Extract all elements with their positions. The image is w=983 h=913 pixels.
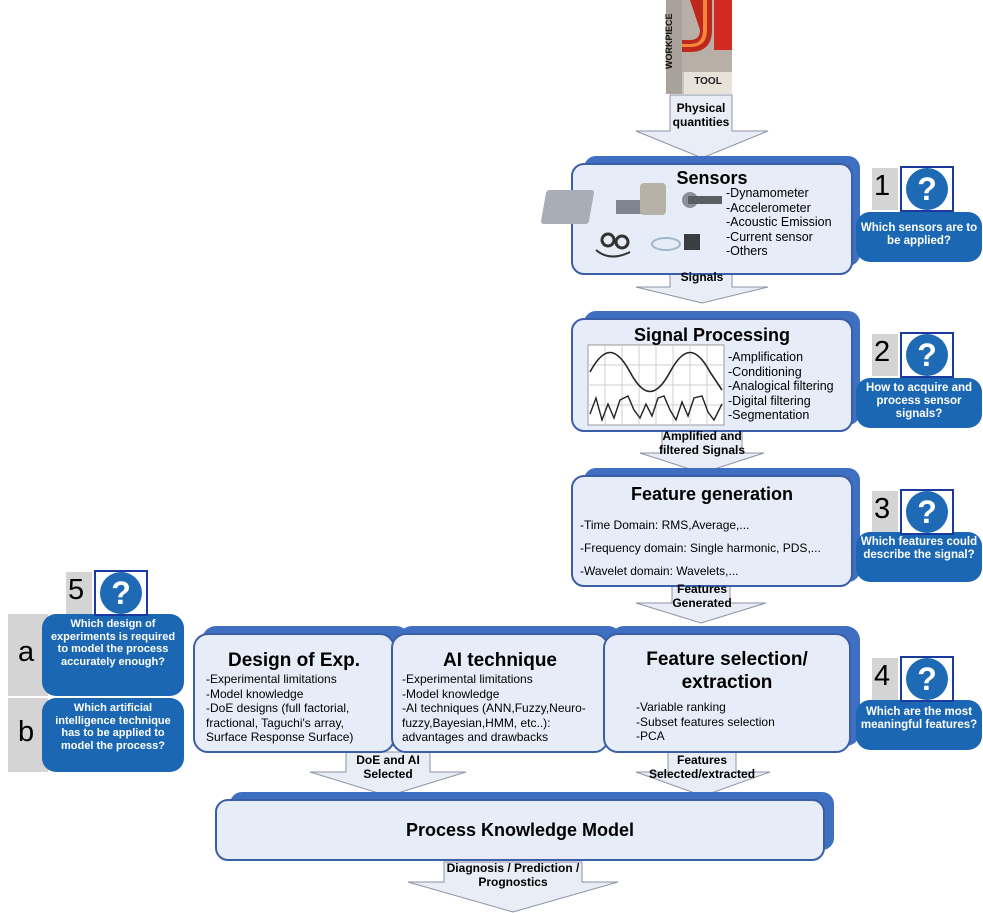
tool-label: TOOL <box>694 76 722 87</box>
feature-selection-title-line1: Feature selection/ <box>646 649 808 670</box>
design-of-exp-item: -Experimental limitations <box>206 672 337 686</box>
arrow-physical-quantities <box>635 94 769 159</box>
arrow-label-diagnosis: Diagnosis / Prediction / Prognostics <box>446 861 580 889</box>
arrow-amplified <box>639 428 765 474</box>
feature-generation-item: -Time Domain: RMS,Average,... <box>580 518 750 532</box>
arrow-label-amplified: Amplified and filtered Signals <box>658 429 746 457</box>
question-b-letter: b <box>18 716 35 748</box>
question-2-number: 2 <box>874 336 891 368</box>
question-a-text: Which design of experiments is required … <box>50 618 176 668</box>
question-3-text: Which features could describe the signal… <box>860 536 978 561</box>
arrow-label-signals: Signals <box>680 270 724 284</box>
question-1-number: 1 <box>874 170 891 202</box>
ai-technique-item: advantages and drawbacks <box>402 730 549 744</box>
ai-technique-item: -Experimental limitations <box>402 672 533 686</box>
feature-generation-box <box>571 475 853 587</box>
signal-processing-item: -Amplification <box>728 350 804 364</box>
arrow-label-features-selected: Features Selected/extracted <box>648 753 756 781</box>
design-of-exp-item: Surface Response Surface) <box>206 730 354 744</box>
signal-processing-title: Signal Processing <box>633 325 791 345</box>
feature-generation-item: -Wavelet domain: Wavelets,... <box>580 564 739 578</box>
question-1-text: Which sensors are to be applied? <box>860 222 978 247</box>
design-of-exp-item: -DoE designs (full factorial, <box>206 701 350 715</box>
ai-technique-item: fuzzy,Bayesian,HMM, etc..): <box>402 715 551 730</box>
feature-generation-list: -Time Domain: RMS,Average,... -Frequency… <box>580 514 821 583</box>
design-of-exp-item: fractional, Taguchi's array, <box>206 715 344 730</box>
signal-processing-item: -Segmentation <box>728 408 810 422</box>
question-5-icon: ? <box>100 572 142 614</box>
feature-generation-title: Feature generation <box>630 484 794 504</box>
arrow-label-physical: Physical quantities <box>672 101 730 129</box>
question-1-icon: ? <box>906 168 948 210</box>
question-5-number: 5 <box>68 574 85 606</box>
signal-plot <box>587 344 725 426</box>
design-of-exp-item: -Model knowledge <box>206 686 304 701</box>
question-5-block <box>8 572 184 772</box>
ai-technique-title: AI technique <box>442 650 557 671</box>
feature-generation-item: -Frequency domain: Single harmonic, PDS,… <box>580 541 821 555</box>
ai-technique-list: -Experimental limitations -Model knowled… <box>402 672 586 745</box>
question-2-icon: ? <box>906 334 948 376</box>
sensors-item: -Others <box>726 244 768 258</box>
sensor-photos <box>540 183 722 258</box>
question-2-block <box>856 334 982 428</box>
feature-selection-title-line2: extraction <box>681 672 773 693</box>
question-4-block <box>856 658 982 750</box>
question-1-block <box>856 168 982 262</box>
arrow-label-features-generated: Features Generated <box>672 582 732 610</box>
question-4-text: Which are the most meaningful features? <box>860 706 978 731</box>
sensors-list: -Dynamometer -Accelerometer -Acoustic Em… <box>726 186 832 259</box>
design-of-exp-title: Design of Exp. <box>228 650 360 671</box>
workpiece-tool-image <box>666 0 732 94</box>
signal-processing-item: -Digital filtering <box>728 393 811 408</box>
design-of-exp-list: -Experimental limitations -Model knowled… <box>206 672 353 745</box>
sensors-title: Sensors <box>676 168 748 188</box>
process-knowledge-model-box <box>215 799 825 861</box>
feature-selection-item: -Variable ranking <box>636 700 726 714</box>
sensors-item: -Accelerometer <box>726 200 811 215</box>
question-a-letter: a <box>18 636 35 668</box>
signal-processing-item: -Analogical filtering <box>728 379 834 393</box>
question-b-text: Which artificial intelligence technique … <box>55 702 171 752</box>
question-3-number: 3 <box>874 493 891 525</box>
question-2-text: How to acquire and process sensor signal… <box>865 382 973 420</box>
question-4-icon: ? <box>906 658 948 700</box>
sensors-item: -Current sensor <box>726 229 813 244</box>
arrow-diagnosis <box>407 861 619 913</box>
question-3-icon: ? <box>906 491 948 533</box>
signal-processing-item: -Conditioning <box>728 364 802 379</box>
feature-selection-item: -Subset features selection <box>636 714 775 729</box>
process-knowledge-model-title: Process Knowledge Model <box>405 820 635 840</box>
question-4-number: 4 <box>874 660 891 692</box>
sensors-item: -Acoustic Emission <box>726 215 832 229</box>
feature-selection-box <box>603 633 851 753</box>
signal-processing-list: -Amplification -Conditioning -Analogical… <box>728 350 834 423</box>
arrow-label-doe-ai: DoE and AI Selected <box>356 753 420 781</box>
ai-technique-item: -Model knowledge <box>402 686 500 701</box>
workpiece-label: WORKPIECE <box>664 13 674 69</box>
feature-selection-item: -PCA <box>636 729 665 743</box>
feature-selection-list: -Variable ranking -Subset features selec… <box>636 700 775 744</box>
arrow-features-selected <box>635 751 771 797</box>
arrow-doe-ai <box>309 751 467 797</box>
ai-technique-item: -AI techniques (ANN,Fuzzy,Neuro- <box>402 701 586 715</box>
sensors-item: -Dynamometer <box>726 186 809 200</box>
feature-selection-title: Feature selection/ extraction <box>604 648 850 694</box>
question-3-block <box>856 491 982 582</box>
